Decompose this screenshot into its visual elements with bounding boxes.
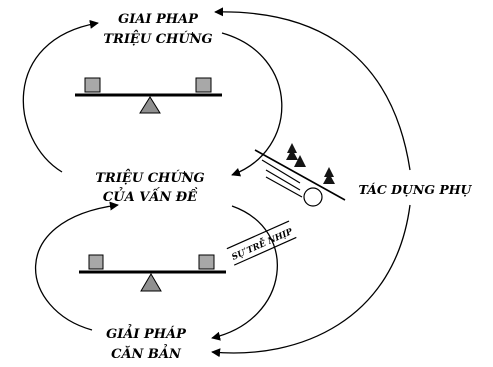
fundamental-solution-line-2: CĂN BẢN xyxy=(111,344,182,362)
side-effect-label: TÁC DỤNG PHỤ xyxy=(359,182,473,197)
delay-marker: SỰ TRỄ NHỊP xyxy=(226,220,297,266)
lower-balance-scale xyxy=(79,254,226,292)
problem-symptom-label: TRIỆU CHỨNG CỦA VẤN ĐỀ xyxy=(95,169,204,205)
symptomatic-solution-line-1: GIAI PHAP xyxy=(118,12,199,27)
lower-right-weight xyxy=(198,254,215,270)
snowball-icon xyxy=(303,187,323,207)
bottom-balancing-loop xyxy=(34,201,278,341)
problem-symptom-line-2: CỦA VẤN ĐỀ xyxy=(103,187,198,205)
problem-symptom-line-1: TRIỆU CHỨNG xyxy=(95,169,204,186)
tree-icon xyxy=(286,149,298,160)
loop-arrow-symptom-to-fundamental xyxy=(34,201,119,331)
snowball-slope-illustration xyxy=(254,143,346,207)
fundamental-solution-line-1: GIẢI PHÁP xyxy=(106,324,187,342)
upper-balance-scale xyxy=(75,77,222,114)
side-effect-arrows xyxy=(211,7,411,358)
side-effect-arrow-to-bottom xyxy=(211,204,411,358)
upper-fulcrum xyxy=(139,96,161,114)
loop-arrow-symptom-to-solution xyxy=(22,19,99,173)
upper-right-weight xyxy=(195,77,212,93)
motion-streaks xyxy=(261,159,303,198)
upper-left-weight xyxy=(84,77,101,93)
loop-arrow-solution-to-symptom xyxy=(221,32,283,177)
loop-arrow-fundamental-to-symptom xyxy=(211,205,278,341)
symptomatic-solution-label: GIAI PHAP TRIỆU CHỨNG xyxy=(103,12,212,47)
lower-fulcrum xyxy=(140,273,162,292)
fundamental-solution-label: GIẢI PHÁP CĂN BẢN xyxy=(106,324,187,362)
slope-line xyxy=(254,149,346,201)
symptomatic-solution-line-2: TRIỆU CHỨNG xyxy=(103,30,212,47)
tree-icon xyxy=(323,173,335,184)
top-balancing-loop xyxy=(22,19,283,177)
lower-left-weight xyxy=(88,254,104,270)
side-effect-arrow-to-top xyxy=(214,7,411,171)
